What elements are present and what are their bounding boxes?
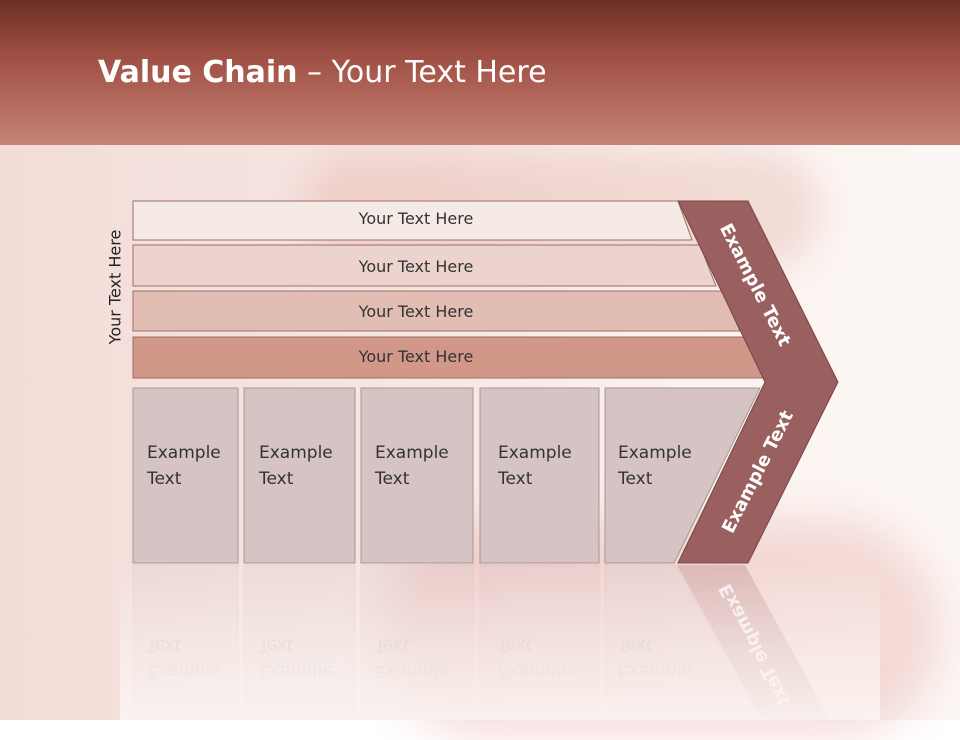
- row-bar-1[interactable]: [132, 200, 693, 241]
- box-label-5-line2: Text: [618, 469, 653, 489]
- row-label-1: Your Text Here: [358, 209, 474, 228]
- box-label-4-line2: Text: [498, 469, 533, 489]
- box-label-1-line2: Text: [147, 469, 182, 489]
- activity-box-4[interactable]: [479, 387, 600, 564]
- box-label-3-line2: Text: [375, 469, 410, 489]
- title-rest: – Your Text Here: [297, 55, 547, 90]
- box-label-1-line1: Example: [147, 443, 221, 463]
- row-label-2: Your Text Here: [358, 257, 474, 276]
- box-label-2-line1: Example: [259, 443, 333, 463]
- title-bold: Value Chain: [98, 55, 298, 90]
- activity-box-2[interactable]: [243, 387, 356, 564]
- row-label-3: Your Text Here: [358, 302, 474, 321]
- box-label-3-line1: Example: [375, 443, 449, 463]
- header-band: [0, 0, 960, 145]
- box-label-5-line1: Example: [618, 443, 692, 463]
- slide-title[interactable]: Value Chain – Your Text Here: [98, 55, 547, 90]
- activity-box-3[interactable]: [360, 387, 474, 564]
- activity-box-1[interactable]: [132, 387, 239, 564]
- row-bar-2[interactable]: [132, 244, 717, 287]
- reflection-fade: [120, 560, 880, 720]
- box-label-4-line1: Example: [498, 443, 572, 463]
- row-label-4: Your Text Here: [358, 347, 474, 366]
- box-label-2-line2: Text: [259, 469, 294, 489]
